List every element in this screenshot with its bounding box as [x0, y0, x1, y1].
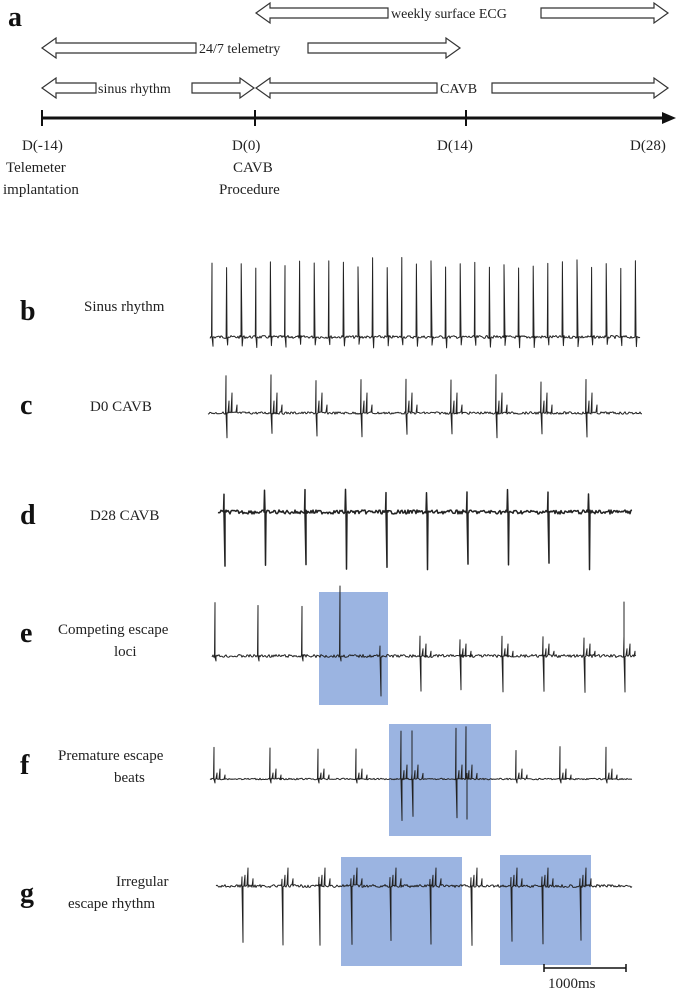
ecg-trace-premature-escape — [209, 726, 633, 821]
trace-label-f-2: beats — [114, 770, 145, 786]
weekly-ecg-label: weekly surface ECG — [391, 7, 507, 22]
panel-letter-e: e — [20, 618, 32, 649]
panel-letter-c: c — [20, 390, 32, 421]
cavb-arrow-left — [254, 76, 438, 100]
panel-letter-a: a — [8, 2, 22, 33]
highlight-box-f — [389, 724, 491, 836]
trace-label-f-1: Premature escape — [58, 748, 164, 764]
highlight-box-g-2 — [500, 855, 591, 965]
trace-label-e-2: loci — [114, 644, 137, 660]
sinus-arrow-right — [191, 76, 256, 100]
scale-bar-label: 1000ms — [548, 976, 596, 992]
tick-sub2-d-14: implantation — [3, 182, 79, 198]
highlight-box-g-1 — [341, 857, 462, 966]
tick-sub2-d0: Procedure — [219, 182, 280, 198]
ecg-trace-competing-escape — [211, 585, 637, 697]
panel-letter-g: g — [20, 878, 34, 909]
tick-label-d0: D(0) — [232, 138, 260, 154]
tick-label-d28: D(28) — [630, 138, 666, 154]
panel-letter-b: b — [20, 296, 36, 327]
trace-label-b: Sinus rhythm — [84, 299, 165, 315]
highlight-box-e — [319, 592, 388, 705]
trace-label-c: D0 CAVB — [90, 399, 152, 415]
tick-sub1-d-14: Telemeter — [6, 160, 66, 176]
telemetry-label: 24/7 telemetry — [199, 42, 280, 57]
sinus-label: sinus rhythm — [98, 82, 171, 97]
weekly-ecg-arrow-right — [540, 1, 670, 25]
panel-letter-d: d — [20, 500, 36, 531]
tick-label-d14: D(14) — [437, 138, 473, 154]
telemetry-arrow-left — [40, 36, 197, 60]
telemetry-arrow-right — [307, 36, 462, 60]
ecg-trace-d28-cavb — [217, 488, 633, 571]
ecg-trace-irregular-escape — [215, 867, 633, 946]
ecg-trace-sinus-rhythm — [209, 257, 641, 349]
panel-letter-f: f — [20, 750, 30, 781]
sinus-arrow-left — [40, 76, 97, 100]
trace-label-e-1: Competing escape — [58, 622, 169, 638]
trace-label-g-1: Irregular — [116, 874, 168, 890]
tick-label-d-14: D(-14) — [22, 138, 63, 154]
cavb-arrow-right — [491, 76, 670, 100]
ecg-trace-d0-cavb — [207, 374, 642, 439]
tick-sub1-d0: CAVB — [233, 160, 273, 176]
trace-label-g-2: escape rhythm — [68, 896, 155, 912]
trace-label-d: D28 CAVB — [90, 508, 159, 524]
timeline-arrowhead — [662, 112, 676, 124]
weekly-ecg-arrow — [254, 1, 389, 25]
cavb-label: CAVB — [440, 82, 477, 97]
